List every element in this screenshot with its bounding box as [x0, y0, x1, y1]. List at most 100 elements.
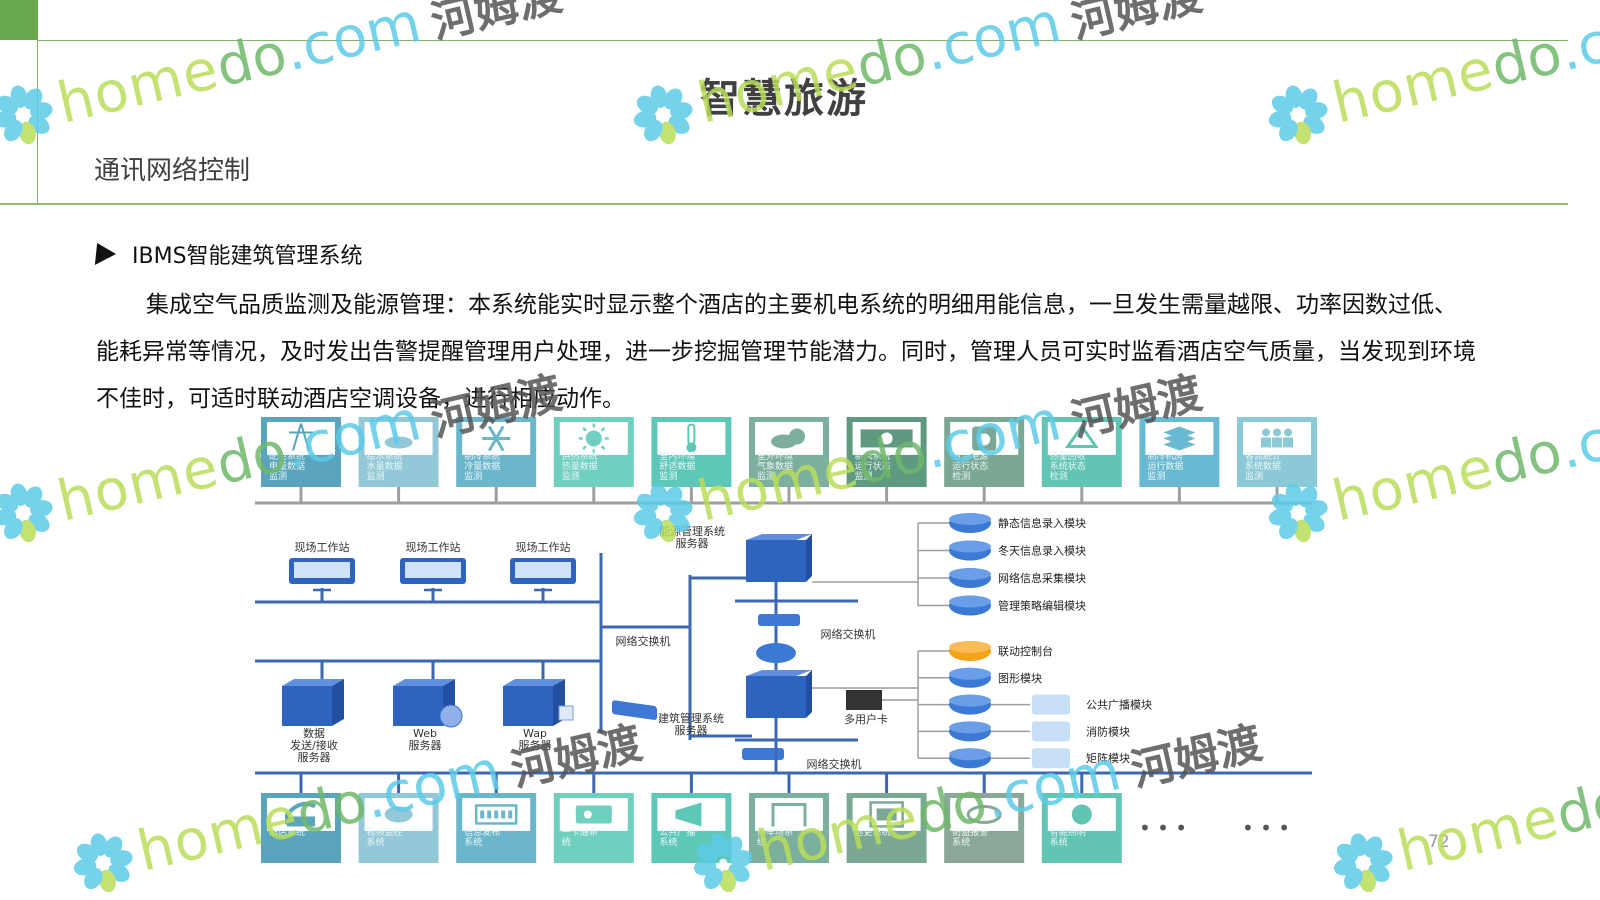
bottom-system-card-label: 视频监控系统: [367, 826, 403, 848]
body-paragraph: 集成空气品质监测及能源管理：本系统能实时显示整个酒店的主要机电系统的明细用能信息…: [96, 292, 1476, 412]
bottom-system-card: 视频监控系统: [358, 793, 439, 863]
top-system-card: 室内环境舒适数据监测: [651, 417, 732, 487]
printer-icon: [285, 801, 316, 827]
bottom-system-card-label: 巡更系统: [855, 826, 891, 838]
top-system-card-label: 配电系统电量数据监测: [269, 450, 305, 482]
cube-icon: [1032, 721, 1070, 742]
server-icon-top: [503, 679, 565, 686]
workstation-label: 现场工作站: [295, 540, 350, 554]
switch-icon: [742, 748, 784, 760]
more-systems-ellipsis: • • •: [1242, 816, 1290, 840]
top-system-card-label: 供热系统热量数据监测: [562, 450, 598, 482]
top-system-card: 清洁电源运行状态检测: [944, 417, 1025, 487]
snowflake-icon: [482, 425, 511, 452]
bottom-system-card: 信息发布系统: [456, 793, 537, 863]
top-system-card-label: 制冷系统冷量数据监测: [464, 450, 500, 482]
alarm-icon: [966, 804, 1002, 824]
cube-icon: [1032, 748, 1070, 769]
server-icon-top: [282, 679, 344, 686]
monitor-screen: [515, 562, 571, 578]
light-icon: [1071, 804, 1092, 825]
bottom-system-card-icon-area: [755, 798, 823, 831]
page-number: 72: [1428, 832, 1450, 852]
cube-icon: [1032, 694, 1070, 715]
section-title: 通讯网络控制: [94, 156, 251, 186]
energy-server-label: 能源管理系统服务器: [659, 524, 725, 550]
submodule-label: 公共广播模块: [1086, 698, 1152, 712]
sun-icon: [578, 423, 609, 454]
module-label: 冬天信息录入模块: [998, 544, 1086, 558]
server-icon-side: [332, 679, 344, 726]
bottom-system-card-label: 停车场系统: [757, 826, 793, 848]
corner-accent: [0, 0, 38, 40]
bottom-system-card: 巡更系统: [846, 793, 927, 863]
header-rule-top: [38, 40, 1568, 41]
bottom-system-card-icon-area: [950, 798, 1019, 831]
module-label: 网络信息采集模块: [998, 571, 1086, 585]
fan-icon: [860, 429, 913, 448]
keypad-icon: [869, 801, 904, 828]
submodule-label: 矩阵模块: [1086, 751, 1130, 765]
led-board-icon: [474, 804, 518, 825]
top-system-card-icon-area: [267, 422, 335, 455]
bottom-system-card-label: 公共广播系统: [659, 826, 695, 848]
monitor-screen: [405, 562, 461, 578]
server-icon: [393, 686, 443, 726]
server-icon: [282, 686, 332, 726]
water-icon: [384, 436, 413, 449]
multi-user-card-label: 多用户卡: [844, 712, 888, 726]
megaphone-icon: [675, 802, 702, 827]
top-system-card: 制冷机房运行数据监测: [1139, 417, 1220, 487]
top-system-card-label: 室外环境气象数据监测: [757, 450, 793, 482]
header-rule-bottom: [0, 203, 1568, 205]
module-label: 管理策略编辑模块: [998, 599, 1086, 613]
more-systems-ellipsis: • • •: [1139, 816, 1187, 840]
bottom-system-card: 公共广播系统: [651, 793, 732, 863]
people-icon: [1261, 428, 1293, 448]
top-system-card: 给水系统水量数据监测: [358, 417, 439, 487]
bottom-system-card: 酒店系统: [261, 793, 341, 863]
bullet-heading: IBMS智能建筑管理系统: [94, 238, 363, 270]
top-system-card-label: 制冷机房运行数据监测: [1147, 450, 1183, 482]
monitor-screen: [294, 562, 350, 578]
bottom-system-card-label: 一卡通系统: [562, 826, 598, 848]
bottom-system-card-label: 酒店系统: [269, 826, 305, 838]
multi-user-card-icon: [846, 690, 882, 710]
top-system-card-label: 给水系统水量数据监测: [367, 450, 403, 482]
card-icon: [575, 805, 612, 824]
bullet-text: IBMS智能建筑管理系统: [132, 244, 363, 269]
switch-mid-label: 网络交换机: [821, 627, 876, 641]
building-server-icon: [746, 676, 806, 718]
top-system-card-label: 清洁电源运行状态检测: [952, 450, 988, 482]
top-system-card: 客流统计系统数据监测: [1237, 417, 1317, 487]
top-system-card-label: 室内环境舒适数据监测: [659, 450, 695, 482]
bottom-system-card-label: 防盗报警系统: [952, 826, 988, 848]
top-system-card: 室外环境气象数据监测: [749, 417, 829, 487]
screen-icon: [558, 705, 574, 721]
switch-icon: [758, 614, 800, 626]
top-system-card: 供热系统热量数据监测: [553, 417, 634, 487]
building-server-label: 建筑管理系统服务器: [658, 711, 724, 737]
page-title: 智慧旅游: [700, 76, 868, 122]
top-system-card: 热量回收系统状态检测: [1041, 417, 1122, 487]
top-system-card: 制冷系统冷量数据监测: [456, 417, 537, 487]
top-system-card: 配电系统电量数据监测: [261, 417, 341, 487]
recycle-icon: [1064, 423, 1099, 448]
battery-icon: [972, 426, 997, 451]
top-system-card-label: 新风系统运行状态监测: [855, 450, 891, 482]
module-label: 联动控制台: [998, 644, 1053, 658]
bottom-system-card: 一卡通系统: [553, 793, 634, 863]
switch-bottom-label: 网络交换机: [807, 757, 862, 771]
workstation-label: 现场工作站: [516, 540, 571, 554]
top-system-card: 新风系统运行状态监测: [846, 417, 927, 487]
top-system-card-label: 热量回收系统状态检测: [1050, 450, 1086, 482]
camera-icon: [384, 806, 413, 823]
server-label: 数据发送/接收服务器: [290, 726, 338, 764]
thermometer-icon: [686, 423, 697, 453]
workstation-label: 现场工作站: [406, 540, 461, 554]
globe-icon: [439, 704, 463, 728]
power-tower-icon: [289, 423, 313, 451]
submodule-label: 消防模块: [1086, 724, 1130, 738]
